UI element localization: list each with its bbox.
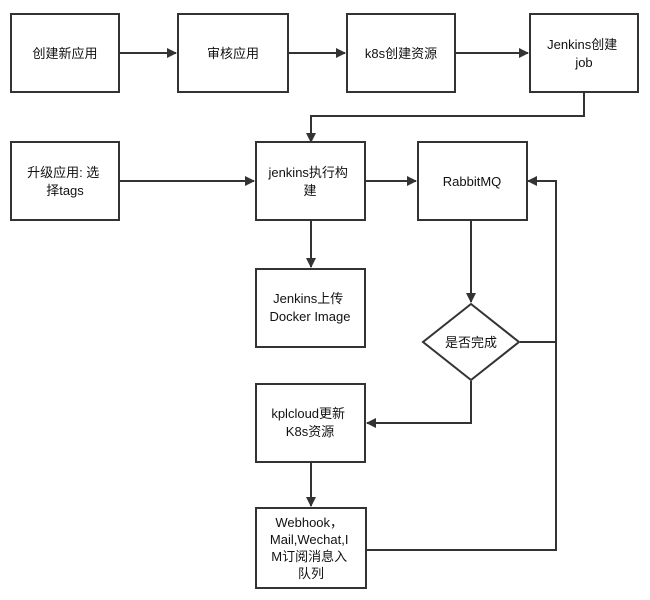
node-create-app-box (10, 13, 120, 93)
node-jenkins-create-job-box (529, 13, 639, 93)
node-jenkins-create-job-label-1: Jenkins创建 (547, 37, 617, 52)
node-is-done-label: 是否完成 (445, 335, 497, 350)
node-upgrade-app-label-2: 择tags (46, 183, 84, 198)
edges (119, 48, 585, 551)
node-jenkins-build-label-2: 建 (303, 183, 316, 198)
node-kplcloud-update-label-2: K8s资源 (286, 424, 334, 439)
node-k8s-create-box (346, 13, 456, 93)
node-k8s-create-label: k8s创建资源 (365, 46, 437, 61)
node-upgrade-app: 升级应用: 选 择tags (10, 141, 120, 221)
svg-text:是否完成: 是否完成 (445, 335, 497, 350)
node-notify: Webhook， Mail,Wechat,I M订阅消息入 队列 (255, 507, 367, 589)
svg-text:RabbitMQ: RabbitMQ (443, 174, 502, 189)
node-kplcloud-update-box (255, 383, 366, 463)
node-upgrade-app-box (10, 141, 120, 221)
edge-jenkins-job-to-build (306, 92, 585, 143)
svg-text:创建新应用: 创建新应用 (32, 46, 97, 61)
node-k8s-create: k8s创建资源 (346, 13, 456, 93)
edge-decision-to-kplcloud (366, 381, 472, 428)
node-jenkins-build: jenkins执行构 建 (255, 141, 366, 221)
node-create-app-label: 创建新应用 (32, 46, 97, 61)
node-kplcloud-update-label-1: kplcloud更新 (271, 406, 345, 421)
svg-text:kplcloud更新 K8s资源: kplcloud更新 K8s资源 (271, 406, 348, 439)
svg-text:升级应用: 选 择tags: 升级应用: 选 择tags (27, 165, 103, 198)
node-jenkins-upload-label-2: Docker Image (270, 309, 351, 324)
svg-text:Jenkins创建 job: Jenkins创建 job (547, 37, 621, 70)
node-notify-label-1: Webhook， (275, 515, 343, 530)
node-jenkins-build-box (255, 141, 366, 221)
node-is-done-diamond (421, 302, 521, 382)
node-jenkins-upload-label-1: Jenkins上传 (273, 291, 343, 306)
node-jenkins-create-job: Jenkins创建 job (529, 13, 639, 93)
node-jenkins-upload-box (255, 268, 366, 348)
node-upgrade-app-label-1: 升级应用: 选 (27, 165, 99, 180)
node-notify-label-4: 队列 (298, 566, 324, 581)
svg-text:审核应用: 审核应用 (207, 46, 259, 61)
svg-text:Jenkins上传 Docker Image: Jenkins上传 Docker Image (270, 291, 351, 324)
node-notify-label-2: Mail,Wechat,I (270, 532, 349, 547)
node-jenkins-create-job-label-2: job (574, 55, 592, 70)
node-rabbitmq-box (417, 141, 528, 221)
node-jenkins-upload: Jenkins上传 Docker Image (255, 268, 366, 348)
node-review-app-box (177, 13, 289, 93)
svg-text:k8s创建资源: k8s创建资源 (365, 46, 437, 61)
node-review-app: 审核应用 (177, 13, 289, 93)
node-kplcloud-update: kplcloud更新 K8s资源 (255, 383, 366, 463)
edge-decision-loop-to-rabbitmq (520, 176, 557, 343)
node-notify-label-3: M订阅消息入 (271, 549, 347, 564)
node-rabbitmq: RabbitMQ (417, 141, 528, 221)
node-notify-box (255, 507, 367, 589)
edge-notify-to-rabbitmq-line (366, 342, 557, 551)
node-review-app-label: 审核应用 (207, 46, 259, 61)
node-is-done: 是否完成 (421, 302, 521, 382)
node-rabbitmq-label: RabbitMQ (443, 174, 502, 189)
node-create-app: 创建新应用 (10, 13, 120, 93)
svg-text:jenkins执行构 建: jenkins执行构 建 (267, 165, 351, 198)
svg-text:Webhook， Mail,Wechat,I: Webhook， Mail,Wechat,I M订阅消息入 队列 (270, 515, 352, 581)
node-jenkins-build-label-1: jenkins执行构 (267, 165, 347, 180)
